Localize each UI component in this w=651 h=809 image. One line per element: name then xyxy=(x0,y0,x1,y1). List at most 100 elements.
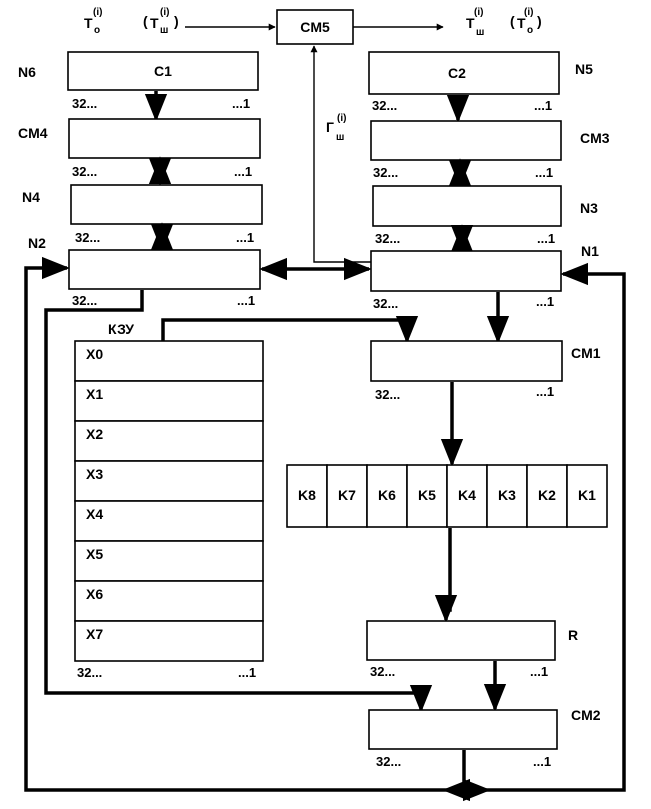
r-label: R xyxy=(568,627,578,643)
memory-cell-label: X7 xyxy=(86,626,103,642)
t-o-symbol-right: T xyxy=(517,15,526,31)
r-block xyxy=(366,620,556,661)
cm4-bits-low: ...1 xyxy=(234,164,252,179)
cm1-block xyxy=(370,340,563,382)
n4-block xyxy=(70,184,263,225)
c2-block xyxy=(368,51,560,95)
memory-cell xyxy=(74,380,264,422)
n4-bits-low: ...1 xyxy=(236,230,254,245)
input-label-left: T о (i) ( T ш (i) ) xyxy=(84,7,179,36)
k-cell-label: K5 xyxy=(418,487,436,503)
n1-bits-high: 32... xyxy=(373,296,398,311)
t-sh-subscript-right: ш xyxy=(476,27,484,38)
cm3-label: CM3 xyxy=(580,130,610,146)
k-cell xyxy=(566,464,608,528)
gamma-label: Г ш (i) xyxy=(326,113,346,143)
n1-block xyxy=(370,250,562,292)
t-sh-symbol-left: T xyxy=(150,15,159,31)
t-o-subscript-right: о xyxy=(527,25,533,36)
memory-cell-label: X3 xyxy=(86,466,103,482)
n3-label: N3 xyxy=(580,200,598,216)
kzu-to-cm1-arrow xyxy=(161,315,419,344)
paren-close-right: ) xyxy=(537,13,542,29)
cm5-label: CM5 xyxy=(300,19,330,35)
cm1-bits-low: ...1 xyxy=(536,384,554,399)
memory-cell xyxy=(74,620,264,662)
paren-close-left: ) xyxy=(174,13,179,29)
t-o-subscript: о xyxy=(94,25,100,36)
t-o-superscript-right: (i) xyxy=(524,7,533,18)
cm2-bits-low: ...1 xyxy=(533,754,551,769)
n2-bits-low: ...1 xyxy=(237,293,255,308)
cm5-block xyxy=(276,9,354,45)
memory-cell xyxy=(74,460,264,502)
k-cell xyxy=(486,464,528,528)
c1-bits-low: ...1 xyxy=(232,96,250,111)
r-bits-high: 32... xyxy=(370,664,395,679)
k-substitution-block: K8 K7 K6 K5 K4 K3 K2 K1 xyxy=(286,464,608,528)
memory-cell xyxy=(74,580,264,622)
kzu-bits-low: ...1 xyxy=(238,665,256,680)
memory-cell-label: X5 xyxy=(86,546,103,562)
c1-bits-high: 32... xyxy=(72,96,97,111)
memory-cell-label: X1 xyxy=(86,386,103,402)
k-cell-label: K8 xyxy=(298,487,316,503)
n4-bits-high: 32... xyxy=(75,230,100,245)
memory-cell xyxy=(74,540,264,582)
t-sh-superscript-left: (i) xyxy=(160,7,169,18)
k-cell-label: K7 xyxy=(338,487,356,503)
k-cell-label: K3 xyxy=(498,487,516,503)
kzu-bits-high: 32... xyxy=(77,665,102,680)
n6-label: N6 xyxy=(18,64,36,80)
gamma-superscript: (i) xyxy=(337,113,346,124)
c2-label: C2 xyxy=(448,65,466,81)
kzu-label: КЗУ xyxy=(108,321,134,337)
k-cell-label: K6 xyxy=(378,487,396,503)
cm1-label: CM1 xyxy=(571,345,601,361)
n2-block xyxy=(68,249,261,290)
k-cell xyxy=(286,464,328,528)
k-cell-label: K2 xyxy=(538,487,556,503)
c2-bits-high: 32... xyxy=(372,98,397,113)
r-bits-low: ...1 xyxy=(530,664,548,679)
gamma-feedback-arrow xyxy=(310,45,371,263)
n1-label: N1 xyxy=(581,243,599,259)
t-sh-superscript-right: (i) xyxy=(474,7,483,18)
memory-cell-label: X2 xyxy=(86,426,103,442)
memory-cell xyxy=(74,420,264,462)
cm3-bits-low: ...1 xyxy=(535,165,553,180)
cm4-bits-high: 32... xyxy=(72,164,97,179)
n3-bits-low: ...1 xyxy=(537,231,555,246)
c1-label: C1 xyxy=(154,63,172,79)
paren-open-right: ( xyxy=(510,13,515,29)
cm1-bits-high: 32... xyxy=(375,387,400,402)
memory-cell-label: X6 xyxy=(86,586,103,602)
n2-bits-high: 32... xyxy=(72,293,97,308)
n2-to-cm2-arrow xyxy=(44,290,433,713)
output-label-right: T ш (i) ( T о (i) ) xyxy=(466,7,542,38)
paren-open-left: ( xyxy=(143,13,148,29)
t-sh-subscript-left: ш xyxy=(160,25,168,36)
feedback-to-n2-arrow xyxy=(24,256,445,792)
n2-label: N2 xyxy=(28,235,46,251)
gamma-symbol: Г xyxy=(326,119,334,135)
cm2-block xyxy=(368,709,558,750)
k-cell-label: K1 xyxy=(578,487,596,503)
t-sh-symbol-right: T xyxy=(466,15,475,31)
cm2-bits-high: 32... xyxy=(376,754,401,769)
gamma-subscript: ш xyxy=(336,132,344,143)
k-cell xyxy=(446,464,488,528)
memory-cell xyxy=(74,500,264,542)
memory-cell xyxy=(74,340,264,382)
kzu-memory-block: X0 X1 X2 X3 X4 X5 X6 X7 xyxy=(74,340,264,662)
n5-label: N5 xyxy=(575,61,593,77)
n4-label: N4 xyxy=(22,189,40,205)
cm4-label: CM4 xyxy=(18,125,48,141)
feedback-to-n1-arrow xyxy=(488,262,626,792)
memory-cell-label: X4 xyxy=(86,506,103,522)
cm3-bits-high: 32... xyxy=(373,165,398,180)
k-to-r-arrow xyxy=(434,528,458,623)
n3-block xyxy=(372,185,562,227)
c2-bits-low: ...1 xyxy=(534,98,552,113)
cm4-block xyxy=(68,118,261,159)
